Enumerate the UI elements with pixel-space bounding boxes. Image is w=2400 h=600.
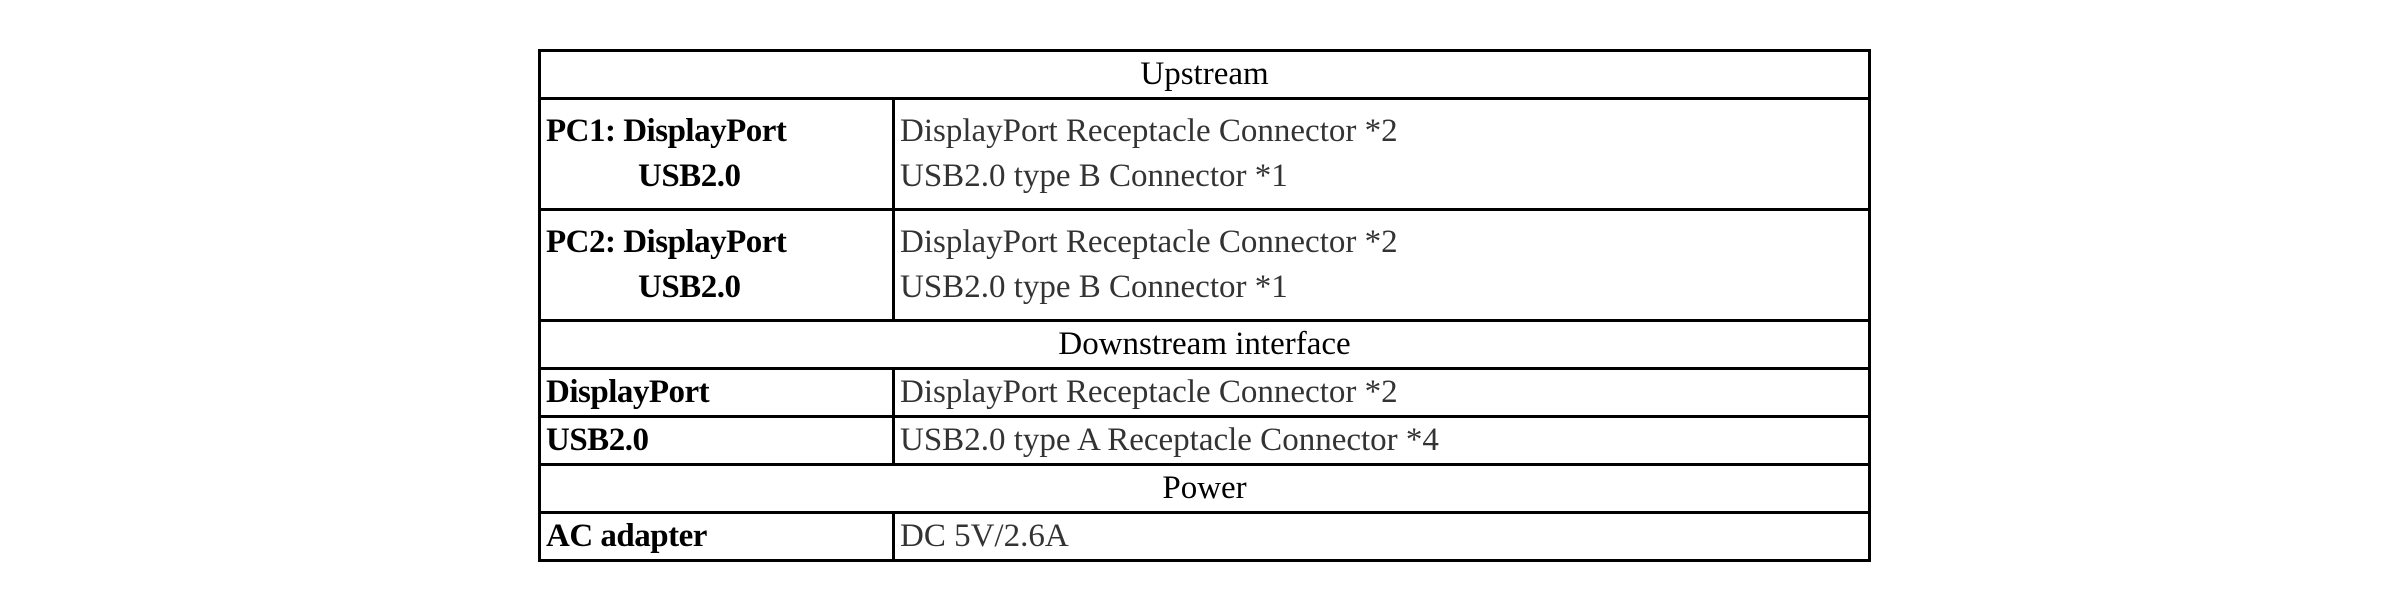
- usb-value: USB2.0 type A Receptacle Connector *4: [891, 415, 1872, 466]
- displayport-label: DisplayPort: [538, 367, 895, 418]
- pc2-value-line2: USB2.0 type B Connector *1: [900, 269, 1288, 305]
- pc1-label-cell: PC1: DisplayPort USB2.0: [538, 97, 895, 211]
- section-header-upstream: Upstream: [537, 49, 1872, 100]
- pc1-value-line1: DisplayPort Receptacle Connector *2: [900, 113, 1398, 149]
- pc2-value-line1: DisplayPort Receptacle Connector *2: [900, 224, 1398, 260]
- pc1-value-line2: USB2.0 type B Connector *1: [900, 158, 1288, 194]
- pc1-value-cell: DisplayPort Receptacle Connector *2 USB2…: [891, 97, 1872, 211]
- table-row-pc2: PC2: DisplayPort USB2.0 DisplayPort Rece…: [538, 208, 1872, 322]
- pc2-label-line2: USB2.0: [638, 269, 741, 305]
- section-header-power: Power: [537, 463, 1872, 514]
- ac-adapter-value: DC 5V/2.6A: [891, 511, 1872, 562]
- section-header-downstream: Downstream interface: [537, 319, 1872, 370]
- section-row-upstream: Upstream: [537, 49, 1872, 100]
- displayport-value: DisplayPort Receptacle Connector *2: [891, 367, 1872, 418]
- section-row-power: Power: [537, 463, 1872, 514]
- table-row-pc1: PC1: DisplayPort USB2.0 DisplayPort Rece…: [538, 97, 1872, 211]
- spec-table: Upstream PC1: DisplayPort USB2.0 Display…: [537, 49, 1872, 562]
- pc2-label-cell: PC2: DisplayPort USB2.0: [538, 208, 895, 322]
- pc2-label-line1: PC2: DisplayPort: [546, 224, 787, 260]
- table-row-displayport: DisplayPort DisplayPort Receptacle Conne…: [538, 367, 1872, 418]
- pc1-label-line1: PC1: DisplayPort: [546, 113, 787, 149]
- table-row-ac-adapter: AC adapter DC 5V/2.6A: [538, 511, 1872, 562]
- pc1-label-line2: USB2.0: [638, 158, 741, 194]
- ac-adapter-label: AC adapter: [538, 511, 895, 562]
- usb-label: USB2.0: [538, 415, 895, 466]
- pc2-value-cell: DisplayPort Receptacle Connector *2 USB2…: [891, 208, 1872, 322]
- table-row-usb: USB2.0 USB2.0 type A Receptacle Connecto…: [538, 415, 1872, 466]
- section-row-downstream: Downstream interface: [537, 319, 1872, 370]
